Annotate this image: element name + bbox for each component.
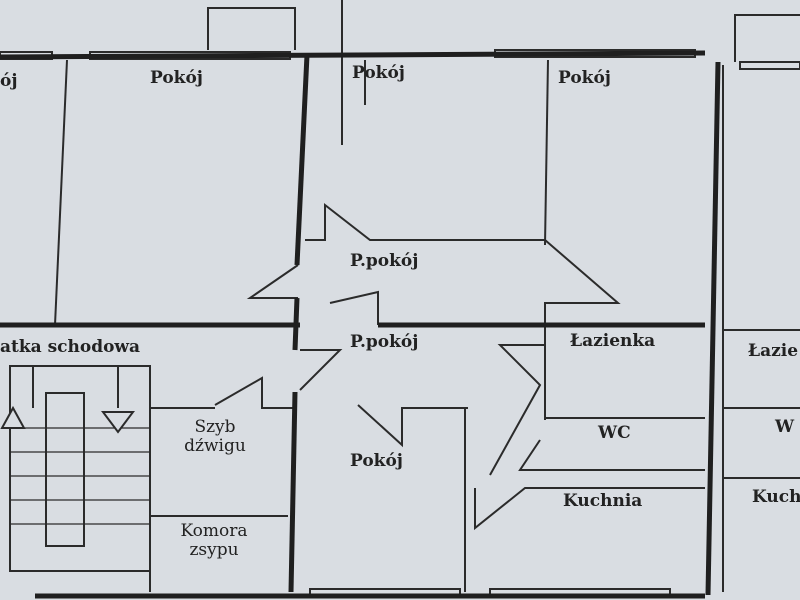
bearing-wall-upper: [294, 54, 310, 266]
room4-door: [357, 404, 468, 448]
stair-outer: [9, 365, 151, 572]
stair-arrow-up: [0, 405, 26, 429]
stair-frame-top: [32, 365, 119, 408]
wc-outline: [518, 439, 705, 471]
stair-well: [45, 392, 85, 547]
room-label-pokoj-4: Pokój: [350, 451, 403, 471]
wall-room3-left: [544, 59, 549, 246]
lower-hall-right: [489, 325, 546, 476]
szyb-line-1: Szyb: [194, 417, 236, 437]
komora-line-1: Komora: [180, 521, 248, 541]
room-label-pokoj-3: Pokój: [558, 68, 611, 88]
upper-hall-left: [246, 264, 299, 299]
room-label-pokoj-2: Pokój: [352, 63, 405, 83]
kitchen-outline: [474, 487, 705, 531]
bearing-wall-lower: [288, 391, 298, 593]
room-label-ppokoj-lower: P.pokój: [350, 332, 419, 352]
room-label-wc: WC: [598, 423, 631, 443]
outer-wall-top: [0, 50, 706, 60]
wall-left-room: [54, 59, 68, 326]
hall-door-swing: [329, 290, 379, 325]
room-label-left-cut: ój: [0, 71, 18, 91]
room-label-szyb-dzwigu: Szyb dźwigu: [180, 418, 250, 455]
right-wing-bay: [734, 14, 800, 62]
stair-arrow-down: [101, 411, 135, 434]
room-label-kuchnia: Kuchnia: [563, 491, 643, 511]
room-label-klatka: atka schodowa: [0, 337, 141, 357]
upper-hall-outline: [305, 202, 621, 325]
room-label-wc-right: W: [775, 417, 795, 437]
room-label-komora-zsypu: Komora zsypu: [164, 522, 264, 559]
room-label-kuchnia-right: Kuch: [752, 487, 800, 507]
room-label-ppokoj-upper: P.pokój: [350, 251, 419, 271]
shaft-outline: [214, 376, 295, 409]
room-label-lazienka-right: Łazie: [748, 341, 799, 361]
szyb-line-2: dźwigu: [184, 435, 246, 456]
room-label-pokoj-1: Pokój: [150, 68, 203, 88]
stair-treads: [10, 427, 150, 525]
lower-hall-left: [299, 349, 343, 391]
outer-wall-right: [705, 61, 721, 596]
top-left-bay: [207, 7, 296, 50]
room-label-lazienka: Łazienka: [570, 331, 656, 351]
komora-line-2: zsypu: [189, 539, 239, 560]
window-top-right: [739, 61, 800, 70]
